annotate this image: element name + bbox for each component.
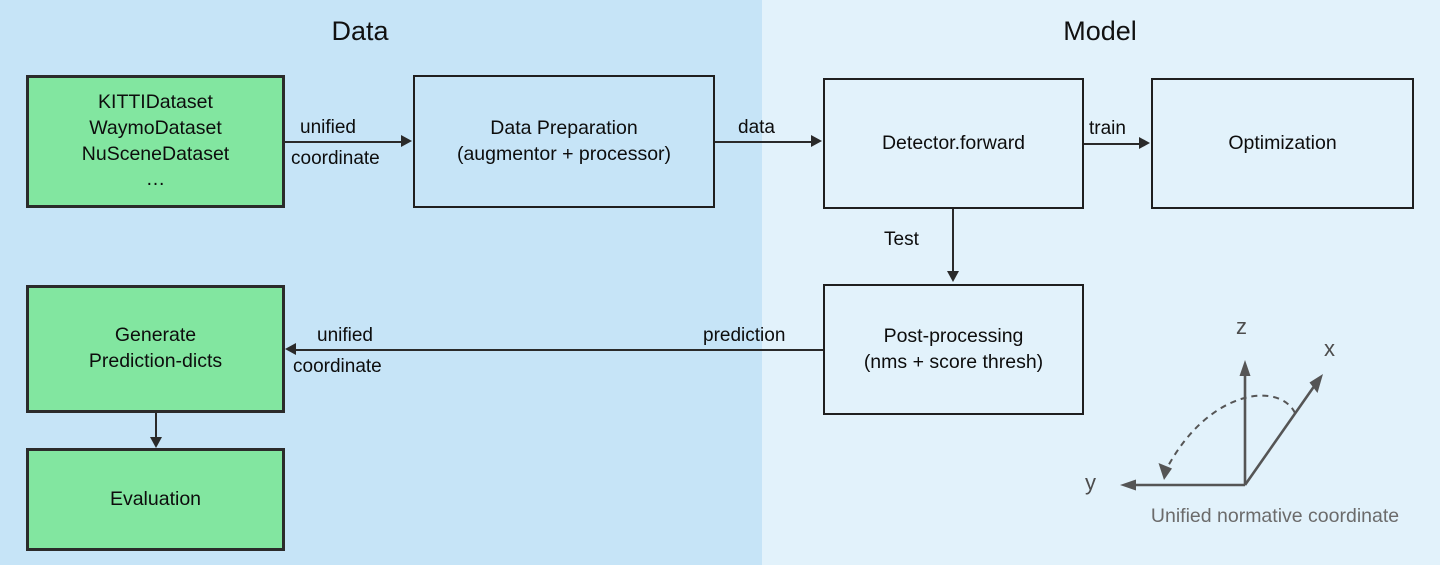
node-generate-prediction-dicts-label: Generate Prediction-dicts xyxy=(88,324,223,372)
axis-label-z: z xyxy=(1236,314,1247,339)
edge-datasets-to-prep-arrowhead xyxy=(401,135,412,147)
edge-prep-to-detector-line xyxy=(715,141,812,143)
rotation-arc xyxy=(1166,394,1296,469)
edge-generate-to-evaluation-line xyxy=(155,413,157,440)
panel-title-model: Model xyxy=(1063,16,1137,46)
panel-model xyxy=(762,0,1440,565)
panel-title-data: Data xyxy=(331,16,389,46)
edge-datasets-to-prep-line xyxy=(285,141,402,143)
node-datasets-label: KITTIDataset WaymoDataset NuSceneDataset… xyxy=(81,91,230,191)
edge-post-to-generate-arrowhead xyxy=(285,343,296,355)
edge-detector-to-post-arrowhead xyxy=(947,271,959,282)
node-detector-forward[interactable]: Detector.forward xyxy=(823,78,1084,209)
edge-detector-to-optimization-arrowhead xyxy=(1139,137,1150,149)
axis-x-arrowhead xyxy=(1309,374,1323,393)
edge-prep-to-detector-label: data xyxy=(738,117,775,138)
node-evaluation-label: Evaluation xyxy=(109,487,202,510)
axis-z-arrowhead xyxy=(1239,360,1251,376)
edge-generate-to-evaluation-arrowhead xyxy=(150,437,162,448)
edge-post-to-generate-line xyxy=(296,349,823,351)
coordinate-axes-svg xyxy=(1120,360,1323,491)
node-generate-prediction-dicts[interactable]: Generate Prediction-dicts xyxy=(26,285,285,413)
node-post-processing[interactable]: Post-processing (nms + score thresh) xyxy=(823,284,1084,415)
coordinate-figure: z x y Unified normative coordinate xyxy=(1085,300,1440,550)
edge-post-to-generate-label-top: unified xyxy=(317,325,373,346)
edge-prep-to-detector-arrowhead xyxy=(811,135,822,147)
rotation-arc-arrowhead xyxy=(1158,463,1172,480)
axis-label-x: x xyxy=(1324,336,1335,361)
edge-detector-to-optimization-label: train xyxy=(1089,118,1126,139)
node-data-preparation[interactable]: Data Preparation (augmentor + processor) xyxy=(413,75,715,208)
edge-post-to-generate-label-prediction: prediction xyxy=(703,325,786,346)
node-evaluation[interactable]: Evaluation xyxy=(26,448,285,551)
node-datasets[interactable]: KITTIDataset WaymoDataset NuSceneDataset… xyxy=(26,75,285,208)
axis-label-y: y xyxy=(1085,470,1096,495)
edge-post-to-generate-label-bottom: coordinate xyxy=(293,356,382,377)
edge-detector-to-post-line xyxy=(952,209,954,272)
edge-detector-to-post-label: Test xyxy=(884,229,919,250)
node-optimization-label: Optimization xyxy=(1228,131,1337,154)
edge-datasets-to-prep-label-top: unified xyxy=(300,117,356,138)
edge-datasets-to-prep-label-bottom: coordinate xyxy=(291,148,380,169)
axis-y-arrowhead xyxy=(1120,479,1136,491)
node-optimization[interactable]: Optimization xyxy=(1151,78,1414,209)
axis-x-line xyxy=(1243,384,1317,486)
node-post-processing-label: Post-processing (nms + score thresh) xyxy=(863,324,1044,373)
edge-detector-to-optimization-line xyxy=(1084,143,1141,145)
coordinate-figure-caption: Unified normative coordinate xyxy=(1150,505,1400,527)
node-data-preparation-label: Data Preparation (augmentor + processor) xyxy=(456,116,672,165)
node-detector-forward-label: Detector.forward xyxy=(881,131,1026,154)
